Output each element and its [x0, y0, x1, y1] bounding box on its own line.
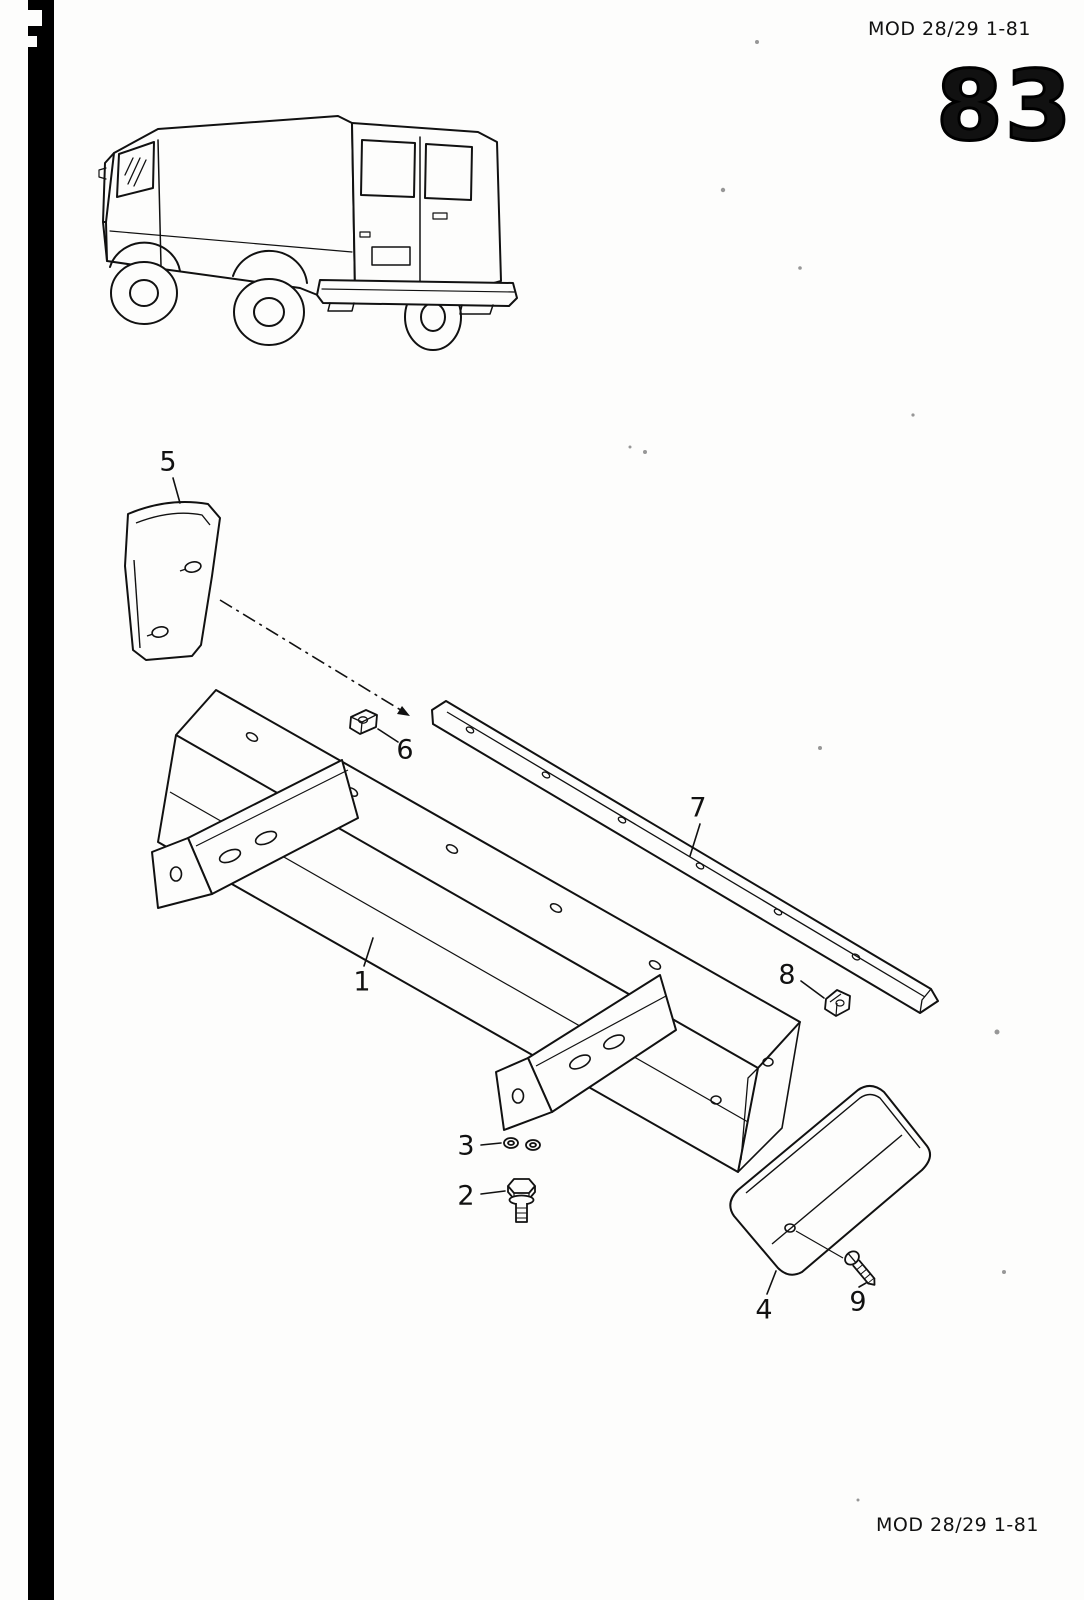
callout-8: 8	[778, 959, 796, 991]
callout-7: 7	[689, 792, 707, 824]
part-5-end-bracket	[124, 500, 221, 661]
callout-2: 2	[457, 1180, 475, 1212]
part-6-clip-nut	[349, 709, 378, 735]
callout-6: 6	[396, 734, 414, 766]
callout-4: 4	[755, 1294, 773, 1326]
callout-9: 9	[849, 1286, 867, 1318]
callout-3: 3	[457, 1130, 475, 1162]
page-number: 83	[935, 50, 1074, 162]
photocopy-specks	[628, 40, 1006, 1502]
part-3-washers	[503, 1137, 541, 1151]
binding-notch	[28, 36, 37, 47]
part-2-bolt	[507, 1178, 536, 1223]
van-illustration	[98, 115, 518, 351]
part-1-bumper-bar	[157, 689, 801, 1173]
header-code: MOD 28/29 1-81	[868, 18, 1031, 40]
part-4-end-cap	[729, 1085, 932, 1276]
part-9-screw	[795, 1230, 876, 1286]
binding-edge	[28, 0, 54, 1600]
binding-notch	[28, 10, 42, 26]
part-8-clip	[824, 989, 851, 1017]
callout-5: 5	[159, 446, 177, 478]
bumper-mounting-bracket-left	[151, 759, 359, 909]
callout-1: 1	[353, 966, 371, 998]
footer-code: MOD 28/29 1-81	[876, 1514, 1039, 1536]
bumper-mounting-bracket-right	[495, 974, 677, 1131]
assembly-axis-line	[219, 599, 410, 716]
callout-leader-lines	[172, 477, 867, 1295]
part-7-trim-strip	[431, 700, 939, 1014]
